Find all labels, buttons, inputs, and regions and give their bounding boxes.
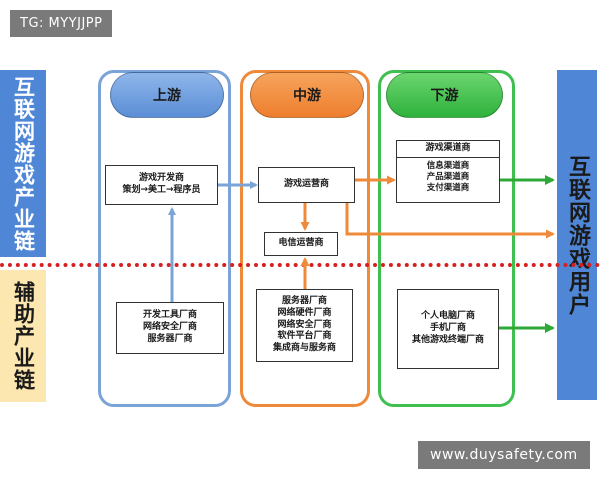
tool-vendors-box: 开发工具厂商 网络安全厂商 服务器厂商 — [116, 302, 224, 354]
tool-vendor-line: 服务器厂商 — [147, 333, 193, 344]
channel-line: 支付渠道商 — [426, 182, 470, 193]
game-developer-box: 游戏开发商 策划→美工→程序员 — [105, 165, 218, 205]
telecom-line: 电信运营商 — [278, 238, 324, 249]
channel-title: 游戏渠道商 — [397, 141, 499, 158]
tool-vendor-line: 开发工具厂商 — [142, 310, 197, 321]
support-vendor-line: 集成商与服务商 — [272, 343, 336, 354]
support-vendor-line: 网络安全厂商 — [277, 319, 332, 330]
watermark-top: TG: MYYJJPP — [10, 10, 113, 37]
developer-line: 游戏开发商 — [138, 173, 184, 184]
device-vendor-line: 手机厂商 — [429, 323, 466, 334]
support-vendor-line: 服务器厂商 — [281, 296, 327, 307]
internet-game-chain-label: 互联网游戏产业链 — [0, 70, 46, 257]
auxiliary-chain-label: 辅助产业链 — [0, 270, 46, 402]
device-vendor-line: 其他游戏终端厂商 — [411, 334, 484, 345]
upstream-header: 上游 — [110, 72, 224, 118]
midstream-column — [240, 70, 370, 407]
channel-line: 信息渠道商 — [426, 160, 470, 171]
support-vendor-line: 软件平台厂商 — [277, 331, 332, 342]
arrow-operator-to-users — [345, 203, 555, 239]
downstream-header: 下游 — [386, 72, 503, 118]
tool-vendor-line: 网络安全厂商 — [142, 322, 197, 333]
developer-line: 策划→美工→程序员 — [122, 185, 201, 195]
midstream-header: 中游 — [250, 72, 364, 118]
support-vendors-box: 服务器厂商 网络硬件厂商 网络安全厂商 软件平台厂商 集成商与服务商 — [256, 289, 353, 362]
device-vendor-line: 个人电脑厂商 — [420, 311, 475, 322]
game-operator-box: 游戏运营商 — [258, 167, 355, 203]
game-channel-box: 游戏渠道商 信息渠道商 产品渠道商 支付渠道商 — [396, 140, 500, 203]
chain-divider-line — [0, 263, 600, 267]
upstream-column — [98, 70, 231, 407]
telecom-operator-box: 电信运营商 — [264, 232, 338, 256]
downstream-column — [378, 70, 515, 407]
support-vendor-line: 网络硬件厂商 — [277, 307, 332, 318]
watermark-bottom: www.duysafety.com — [418, 441, 590, 469]
internet-game-users-label: 互联网游戏用户 — [557, 70, 597, 400]
operator-line: 游戏运营商 — [283, 179, 329, 190]
device-vendors-box: 个人电脑厂商 手机厂商 其他游戏终端厂商 — [397, 289, 499, 369]
channel-line: 产品渠道商 — [426, 171, 470, 182]
